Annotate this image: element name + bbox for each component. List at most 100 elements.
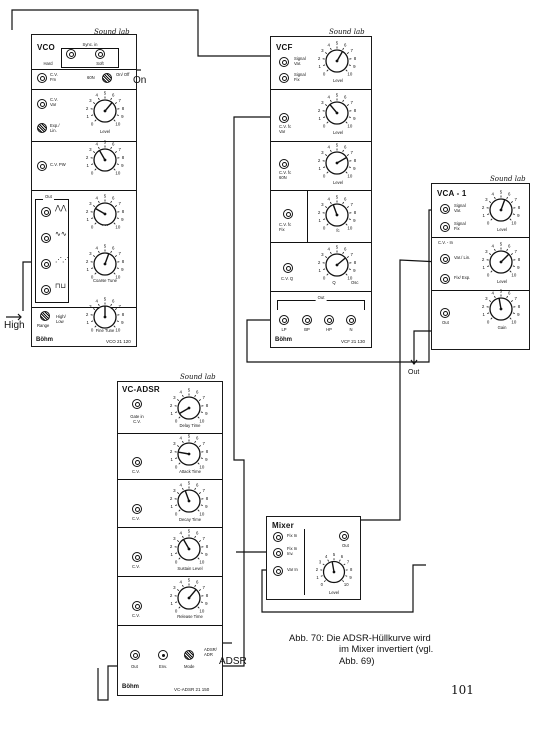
svg-text:9: 9 (517, 265, 520, 270)
adsr-mode-switch[interactable] (184, 650, 194, 660)
vco-out-saw-jack[interactable] (41, 259, 51, 269)
svg-text:4: 4 (492, 290, 495, 295)
adsr-gate-in-jack[interactable] (132, 399, 142, 409)
cable-vcf-cv-to-adsr (97, 116, 283, 701)
vca-signal-var-jack[interactable] (440, 204, 450, 214)
adsr-attack-cv-jack[interactable] (132, 457, 142, 467)
vca-cv-in-label: C.V. - In (438, 240, 453, 245)
svg-text:0: 0 (487, 319, 490, 324)
svg-text:8: 8 (354, 108, 357, 113)
vca-fix-exp-jack[interactable] (440, 274, 450, 284)
vcf-cv-fc-fix-label: C.V. fc Fix (279, 222, 292, 232)
svg-text:10: 10 (511, 220, 516, 225)
svg-text:0: 0 (323, 123, 326, 128)
mixer-fix-in-inv-jack[interactable] (273, 548, 283, 558)
vca-signal-fix-jack[interactable] (440, 222, 450, 232)
vco-high-low-label: High/ Low (56, 314, 66, 324)
adsr-env-button[interactable] (158, 650, 168, 660)
vco-exp-lin-label: Exp./ Lin. (50, 123, 60, 133)
vco-soft-label: Soft (96, 61, 104, 66)
svg-text:4: 4 (180, 389, 183, 394)
vco-on-off-switch[interactable] (102, 73, 112, 83)
mixer-out-jack[interactable] (339, 531, 349, 541)
vco-cv-fm-jack[interactable] (37, 73, 47, 83)
mixer-var-in-jack[interactable] (273, 566, 283, 576)
svg-text:1: 1 (318, 218, 321, 223)
svg-text:4: 4 (492, 191, 495, 196)
vco-cv-var-jack[interactable] (37, 99, 47, 109)
adsr-decay-cv-jack[interactable] (132, 504, 142, 514)
cable-mixer-loop (261, 564, 426, 613)
svg-text:9: 9 (353, 218, 356, 223)
svg-text:3: 3 (173, 395, 176, 400)
svg-text:8: 8 (518, 257, 521, 262)
vco-cv-pw-jack[interactable] (37, 161, 47, 171)
svg-text:8: 8 (122, 155, 125, 160)
svg-text:4: 4 (180, 579, 183, 584)
svg-text:4: 4 (96, 195, 99, 200)
adsr-out-jack[interactable] (130, 650, 140, 660)
vcf-signal-fix-jack[interactable] (279, 73, 289, 83)
svg-text:9: 9 (121, 320, 124, 325)
vcf-hp-jack[interactable] (324, 315, 334, 325)
svg-text:4: 4 (328, 246, 331, 251)
svg-text:9: 9 (353, 166, 356, 171)
svg-text:1: 1 (170, 601, 173, 606)
svg-text:5: 5 (336, 194, 339, 199)
svg-text:8: 8 (122, 312, 125, 317)
vcf-n-jack[interactable] (346, 315, 356, 325)
svg-text:0: 0 (91, 121, 94, 126)
vco-range-switch[interactable] (40, 311, 50, 321)
svg-text:8: 8 (354, 158, 357, 163)
vco-out-square-jack[interactable] (41, 285, 51, 295)
svg-text:7: 7 (514, 197, 517, 202)
vcf-bp-jack[interactable] (302, 315, 312, 325)
mixer-fix-in-jack[interactable] (273, 532, 283, 542)
vcf-cv-fc-var-jack[interactable] (279, 113, 289, 123)
vcf-signal-var-jack[interactable] (279, 57, 289, 67)
vcf-cv-q-jack[interactable] (283, 263, 293, 273)
vca-gain-label: Gain (497, 325, 507, 330)
page-number: 101 (451, 683, 474, 697)
vco-out-sine-jack[interactable] (41, 233, 51, 243)
adsr-sustain-cv-jack[interactable] (132, 552, 142, 562)
svg-text:9: 9 (205, 601, 208, 606)
triangle-wave-icon: ⋀⋀ (55, 205, 67, 212)
adsr-release-cv-jack[interactable] (132, 601, 142, 611)
svg-text:10: 10 (199, 464, 204, 469)
vcf-cv-fc-60n-jack[interactable] (279, 159, 289, 169)
vcf-cv-fc-fix-jack[interactable] (283, 209, 293, 219)
vco-exp-lin-switch[interactable] (37, 123, 47, 133)
vco-out-triangle-jack[interactable] (41, 207, 51, 217)
vcf-lp-jack[interactable] (279, 315, 289, 325)
svg-text:4: 4 (180, 482, 183, 487)
vca-level-label: Level (496, 227, 508, 232)
svg-text:9: 9 (205, 457, 208, 462)
vca-out-jack[interactable] (440, 308, 450, 318)
vca-module: Sound lab VCA - 1 Signal Var. Signal Fix… (431, 175, 530, 350)
vco-soft-sync-jack[interactable] (95, 49, 105, 59)
svg-text:2: 2 (86, 209, 89, 214)
vco-coarse-tune-label: Coarse Tune (93, 278, 117, 283)
vco-hard-sync-jack[interactable] (66, 49, 76, 59)
vca-var-lin-jack[interactable] (440, 254, 450, 264)
